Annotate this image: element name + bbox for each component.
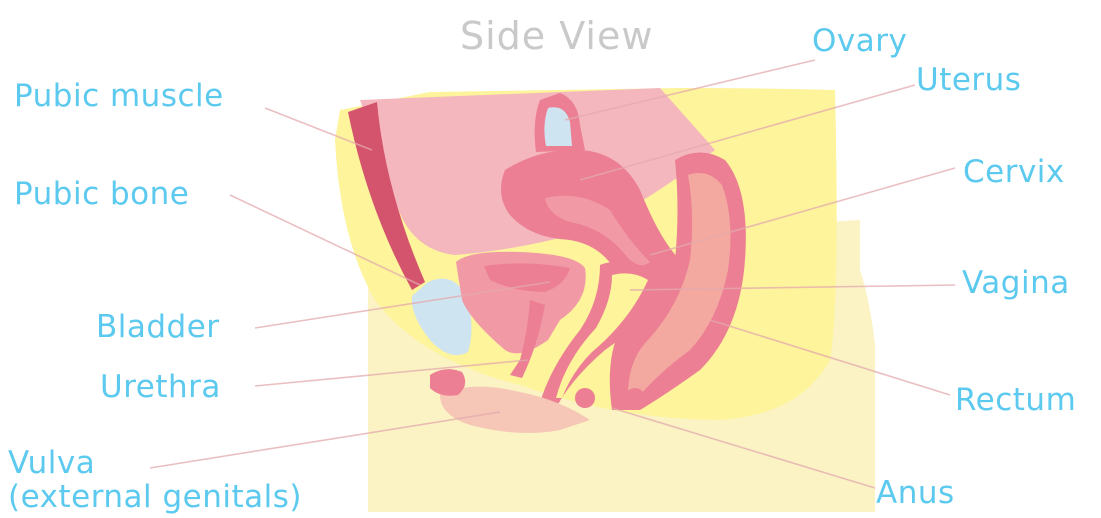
label-rectum: Rectum (955, 383, 1076, 417)
label-bladder: Bladder (96, 310, 220, 344)
label-pubic-muscle: Pubic muscle (14, 79, 224, 113)
label-ovary: Ovary (812, 24, 907, 58)
label-cervix: Cervix (963, 155, 1065, 189)
label-uterus: Uterus (916, 63, 1021, 97)
diagram-title: Side View (460, 14, 653, 58)
label-urethra: Urethra (100, 370, 221, 404)
anal-sphincter-right (625, 388, 645, 408)
label-vagina: Vagina (962, 266, 1070, 300)
labia (430, 369, 465, 396)
anal-sphincter-left (575, 388, 595, 408)
label-vulva: Vulva (8, 446, 95, 480)
label-vulva-sub: (external genitals) (8, 480, 302, 514)
label-pubic-bone: Pubic bone (14, 177, 189, 211)
label-anus: Anus (876, 476, 955, 510)
